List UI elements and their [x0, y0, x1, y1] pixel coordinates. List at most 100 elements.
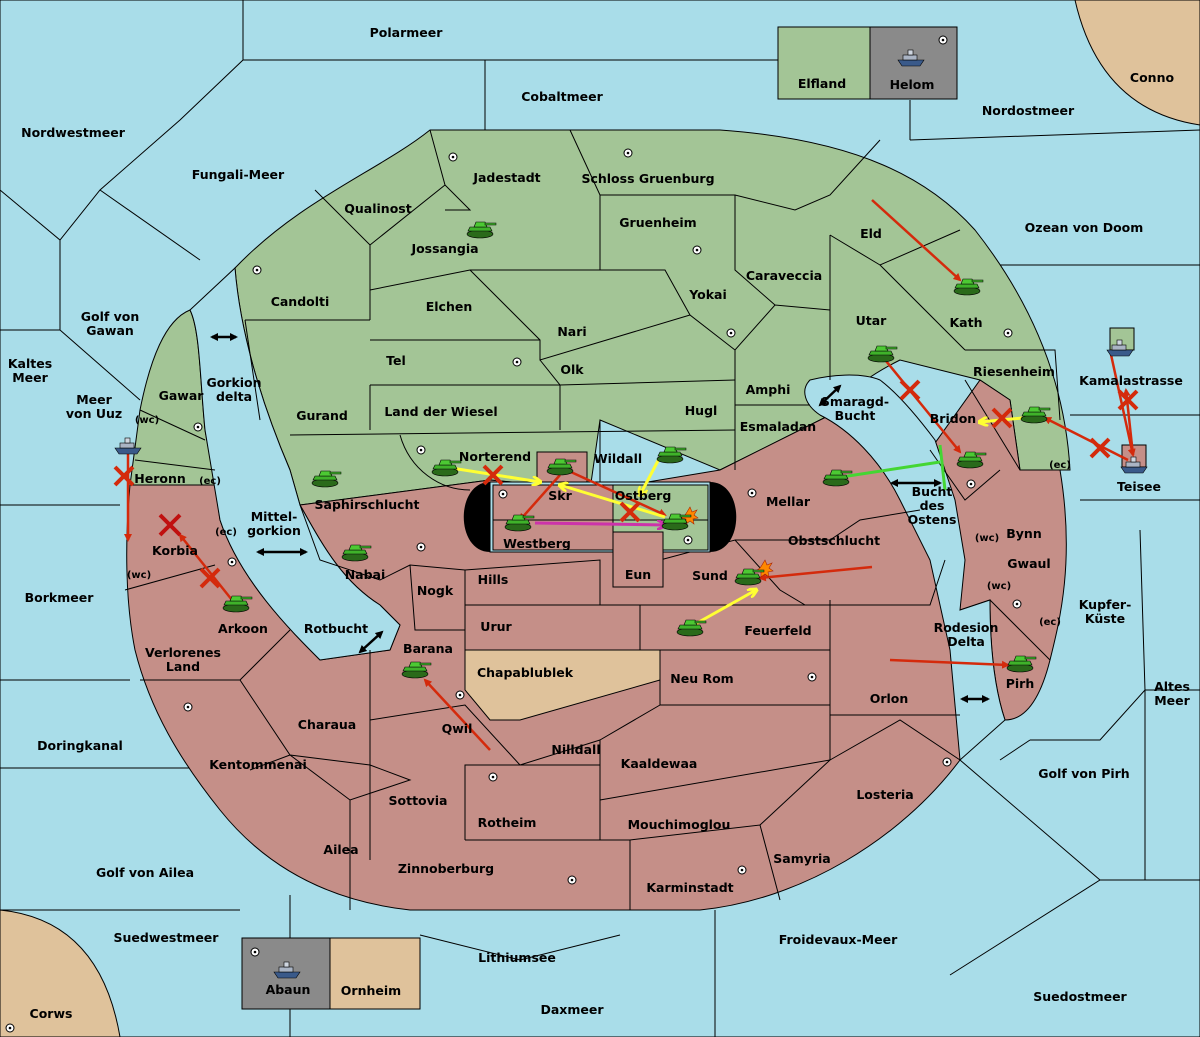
label-losteria: Losteria	[856, 787, 913, 802]
supply-center-icon	[498, 489, 508, 499]
label-mellar: Mellar	[766, 494, 811, 509]
supply-center-icon	[193, 422, 203, 432]
label-kamalastrasse: Kamalastrasse	[1079, 373, 1183, 388]
label-eld: Eld	[860, 226, 882, 241]
corws-land[interactable]	[0, 909, 121, 1037]
convoy-arrow	[938, 444, 947, 491]
label-chapablublek: Chapablublek	[477, 665, 574, 680]
move-arrow	[1108, 349, 1136, 457]
convoy-arrow	[834, 460, 941, 480]
move-arrow	[889, 658, 1010, 669]
labels: Polarmeer Cobaltmeer Nordwestmeer Fungal…	[8, 25, 1191, 1021]
label-pirh-ec: (ec)	[1039, 617, 1061, 628]
label-cobaltmeer: Cobaltmeer	[521, 89, 603, 104]
label-polarmeer: Polarmeer	[370, 25, 444, 40]
move-arrow	[518, 474, 561, 522]
supply-center-icon	[512, 357, 522, 367]
supply-center-icon	[726, 328, 736, 338]
label-elfland: Elfland	[798, 76, 846, 91]
supply-center-icon	[737, 865, 747, 875]
x-mark-icon	[158, 513, 182, 537]
supply-center-icon	[683, 535, 693, 545]
label-gurand: Gurand	[296, 408, 348, 423]
label-smaragd: Smaragd-Bucht	[821, 394, 889, 423]
label-utar: Utar	[856, 313, 888, 328]
label-zinnoberburg: Zinnoberburg	[398, 861, 494, 876]
label-nordwestmeer: Nordwestmeer	[21, 125, 126, 140]
chapablublek-region[interactable]	[464, 649, 661, 721]
label-wildall: Wildall	[594, 451, 642, 466]
supply-center-icon	[567, 875, 577, 885]
supply-center-icon	[455, 690, 465, 700]
label-nilldall: Nilldall	[551, 742, 600, 757]
label-nordostmeer: Nordostmeer	[982, 103, 1075, 118]
eun-region[interactable]	[612, 531, 664, 588]
label-hills: Hills	[478, 572, 509, 587]
supply-center-icon	[250, 947, 260, 957]
supply-center-icon	[1003, 328, 1013, 338]
supply-center-icon	[5, 1023, 15, 1033]
label-land-wiesel: Land der Wiesel	[384, 404, 497, 419]
label-heronn-ec: (ec)	[199, 476, 221, 487]
label-heronn: Heronn	[134, 471, 186, 486]
label-neu-rom: Neu Rom	[670, 671, 733, 686]
label-orlon: Orlon	[870, 691, 909, 706]
move-arrow	[871, 199, 962, 282]
label-charaua: Charaua	[298, 717, 356, 732]
label-schloss: Schloss Gruenburg	[581, 171, 714, 186]
label-gruenheim: Gruenheim	[619, 215, 696, 230]
label-ozean: Ozean von Doom	[1025, 220, 1144, 235]
supply-center-icon	[227, 557, 237, 567]
move-arrow	[1043, 416, 1129, 462]
label-kath: Kath	[950, 315, 983, 330]
label-kupfer: Kupfer-Küste	[1079, 597, 1132, 626]
label-gwaul: Gwaul	[1007, 556, 1050, 571]
label-gawar: Gawar	[159, 388, 205, 403]
label-arkoon: Arkoon	[218, 621, 268, 636]
label-mouchimoglou: Mouchimoglou	[628, 817, 731, 832]
label-bynn-wc: (wc)	[975, 533, 999, 544]
label-ostberg: Ostberg	[615, 488, 672, 503]
supply-center-icon	[1012, 599, 1022, 609]
supply-center-icon	[807, 672, 817, 682]
elfland-box[interactable]	[777, 26, 871, 100]
ornheim-box[interactable]	[329, 937, 421, 1010]
conno-land[interactable]	[1074, 0, 1200, 126]
label-olk: Olk	[560, 362, 584, 377]
label-feuerfeld: Feuerfeld	[744, 623, 811, 638]
move-arrow	[178, 533, 233, 601]
label-elchen: Elchen	[426, 299, 473, 314]
supply-center-icon	[183, 702, 193, 712]
move-arrow	[881, 355, 962, 454]
supply-center-icon	[966, 479, 976, 489]
label-amphi: Amphi	[746, 382, 791, 397]
inner-channel	[189, 266, 401, 661]
label-korbia-wc: (wc)	[127, 570, 151, 581]
label-bridon: Bridon	[930, 411, 976, 426]
label-sund: Sund	[692, 568, 728, 583]
label-qwil: Qwil	[442, 721, 473, 736]
supply-center-icon	[448, 152, 458, 162]
lake-left-cap	[463, 482, 490, 552]
double-arrow-icon	[818, 384, 842, 407]
label-suedwestmeer: Suedwestmeer	[114, 930, 220, 945]
label-daxmeer: Daxmeer	[540, 1002, 604, 1017]
label-borkmeer: Borkmeer	[25, 590, 95, 605]
label-karminstadt: Karminstadt	[646, 880, 733, 895]
label-barana: Barana	[403, 641, 453, 656]
label-nogk: Nogk	[417, 583, 454, 598]
supply-center-icon	[416, 542, 426, 552]
label-mittelgorkion: Mittel-gorkion	[247, 509, 301, 538]
label-fungali: Fungali-Meer	[192, 167, 285, 182]
label-rotbucht: Rotbucht	[304, 621, 368, 636]
label-corws: Corws	[30, 1006, 73, 1021]
move-arrow	[758, 565, 873, 582]
support-arrow	[640, 456, 662, 495]
supply-center-icon	[488, 772, 498, 782]
